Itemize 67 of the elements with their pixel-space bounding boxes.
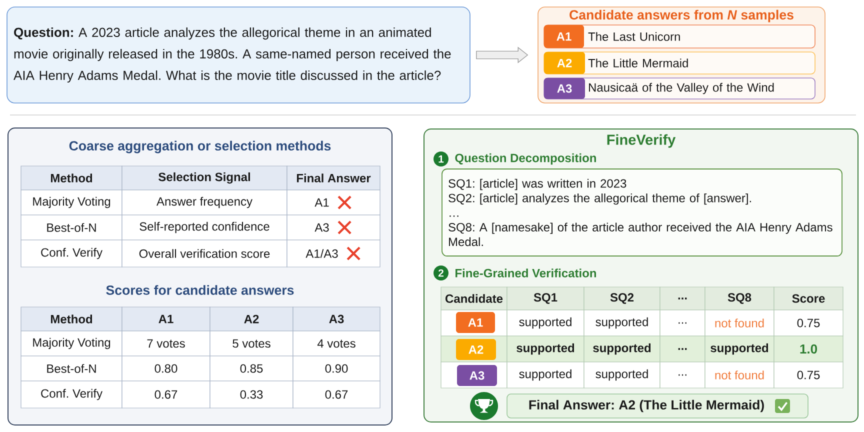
final-answer-box: Final Answer: A2 (The Little Mermaid): [506, 394, 808, 418]
table-cell: not found: [704, 310, 774, 336]
panel-title: FineVerify: [607, 134, 676, 148]
table-cell: Overall verification score: [122, 240, 288, 268]
table-cell: Conf. Verify: [20, 240, 122, 268]
header-cell: A1: [122, 306, 210, 332]
table-cell: A1: [286, 190, 380, 216]
header-cell: Candidate: [440, 286, 508, 310]
arrow: [476, 46, 528, 64]
table-cell: 5 votes: [210, 330, 294, 356]
table-cell: 7 votes: [122, 330, 210, 356]
table-cell: supported: [584, 336, 660, 362]
table-cell: ...: [660, 310, 706, 336]
table-cell: ...: [660, 336, 706, 362]
table-cell: supported: [506, 362, 584, 388]
table-cell: 0.90: [292, 356, 380, 382]
answer-badge: A1: [544, 25, 584, 48]
step-heading: Fine-Grained Verification: [456, 268, 596, 278]
table-cell: not found: [704, 362, 774, 388]
table-cell: Self-reported confidence: [122, 214, 288, 240]
table-cell: supported: [584, 310, 660, 336]
step-heading: Question Decomposition: [455, 153, 596, 165]
panel-title: Coarse aggregation or selection methods: [69, 140, 331, 154]
step-number: 1: [434, 152, 448, 166]
table-cell: 0.67: [122, 380, 210, 408]
answer-badge: A1: [456, 312, 495, 333]
answer-badge: A3: [544, 78, 585, 99]
table-cell: 0.75: [774, 362, 844, 388]
header-cell: Method: [20, 166, 122, 190]
table-cell: supported: [704, 336, 774, 362]
header-cell: SQ1: [506, 286, 584, 310]
header-cell: A3: [292, 306, 380, 332]
header-cell: ...: [660, 286, 706, 310]
question-box: Question: A 2023 article analyzes the allegorical theme in an animated movie originally released in the 1980s. A same-named person received the AIA Henry Adams Medal. What is the movie title discussed in the article?: [6, 6, 470, 104]
table-cell: 0.85: [210, 356, 294, 382]
table-cell: ...: [660, 362, 706, 388]
table-cell: 0.75: [774, 310, 844, 336]
table-cell: Conf. Verify: [20, 380, 122, 408]
table-cell: A1/A3: [286, 240, 380, 268]
header-cell: SQ2: [584, 286, 660, 310]
table-cell: 0.80: [122, 356, 210, 382]
header-cell: SQ8: [704, 286, 774, 310]
panel-title: Scores for candidate answers: [106, 285, 294, 295]
step-number: 2: [434, 266, 448, 280]
sub-question-box: SQ1: [article] was written in 2023 SQ2: [article] analyzes the allegorical theme of [answer]. … SQ8: A [namesake] of the article author received the AIA Henry Adams Medal.: [442, 168, 842, 256]
table-cell: supported: [506, 310, 584, 336]
answer-badge: A3: [457, 365, 497, 386]
header-cell: Method: [20, 306, 122, 332]
table-cell: Best-of-N: [20, 356, 122, 382]
table-cell: 0.33: [210, 380, 294, 408]
table-cell: Best-of-N: [20, 214, 122, 240]
header-cell: A2: [210, 306, 294, 332]
table-cell: supported: [584, 362, 660, 388]
table-cell: 0.67: [292, 380, 380, 408]
table-cell: supported: [506, 336, 584, 362]
answer-badge: A2: [456, 339, 496, 360]
header-cell: Selection Signal: [122, 166, 288, 190]
panel-title: Candidate answers from N samples: [570, 10, 794, 22]
header-cell: Final Answer: [286, 166, 380, 190]
answer-badge: A2: [544, 52, 585, 74]
table-cell: Answer frequency: [122, 190, 288, 216]
table-cell: Majority Voting: [20, 330, 122, 356]
table-cell: A3: [286, 214, 380, 240]
table-cell: Majority Voting: [20, 190, 122, 216]
header-cell: Score: [774, 286, 844, 310]
table-cell: 4 votes: [292, 330, 380, 356]
table-cell: 1.0: [774, 336, 844, 362]
